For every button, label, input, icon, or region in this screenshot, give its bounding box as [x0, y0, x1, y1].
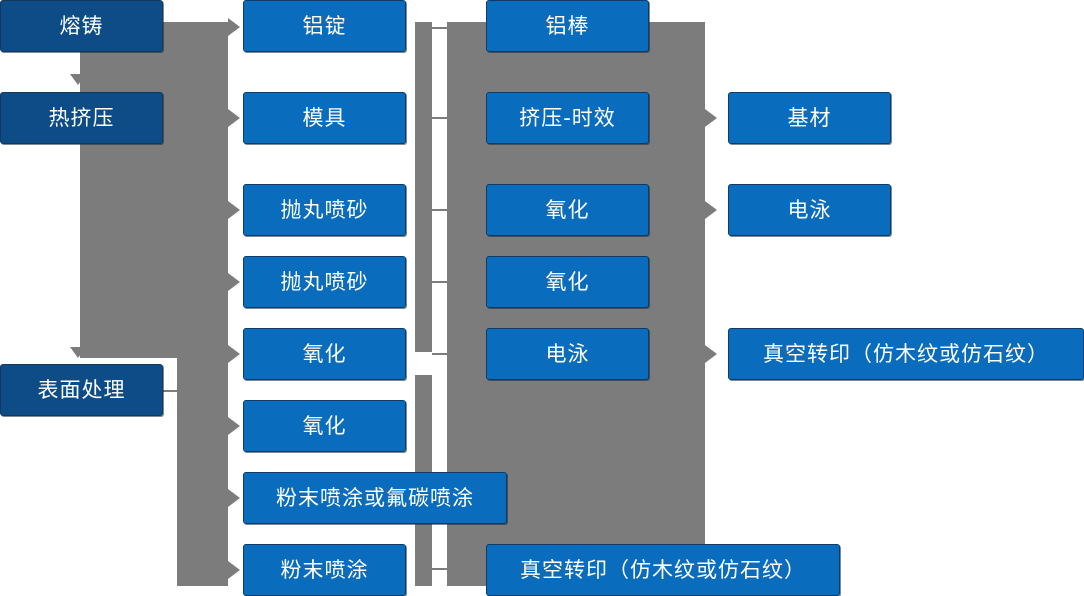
- node-melt-cast[interactable]: 熔铸: [0, 0, 163, 52]
- node-oxidation-4[interactable]: 氧化: [486, 256, 649, 308]
- node-label: 电泳: [545, 341, 590, 366]
- node-label: 电泳: [787, 197, 832, 222]
- connector-arrow-oxidation-1: [228, 345, 240, 363]
- node-label: 模具: [302, 105, 347, 130]
- node-surface-treatment[interactable]: 表面处理: [0, 364, 163, 416]
- connector-rung-6: [432, 568, 448, 570]
- node-label: 粉末喷涂或氟碳喷涂: [276, 485, 474, 510]
- connector-arrow-base-material: [705, 109, 717, 127]
- node-label: 热挤压: [48, 105, 115, 130]
- node-label: 氧化: [302, 413, 347, 438]
- node-oxidation-1[interactable]: 氧化: [243, 328, 406, 380]
- connector-rung-2: [432, 117, 448, 119]
- node-powder-or-fluorocarbon-spray[interactable]: 粉末喷涂或氟碳喷涂: [243, 472, 507, 524]
- node-vacuum-transfer-1[interactable]: 真空转印（仿木纹或仿石纹）: [486, 544, 840, 596]
- connector-rung-5: [432, 353, 448, 355]
- node-aluminum-bar[interactable]: 铝棒: [486, 0, 649, 52]
- connector-rung-4: [432, 281, 448, 283]
- node-extrude-aging[interactable]: 挤压-时效: [486, 92, 649, 144]
- connector-arrow-aluminum-ingot: [228, 18, 240, 36]
- node-label: 表面处理: [37, 377, 126, 402]
- connector-arrow-oxidation-2: [228, 417, 240, 435]
- node-label: 抛丸喷砂: [280, 269, 369, 294]
- node-shot-blast-1[interactable]: 抛丸喷砂: [243, 184, 406, 236]
- node-hot-extrude[interactable]: 热挤压: [0, 92, 163, 144]
- node-electrophoresis-1[interactable]: 电泳: [486, 328, 649, 380]
- connector-trunk-lower: [177, 358, 228, 586]
- connector-arrow-powder-spray: [228, 561, 240, 579]
- node-label: 抛丸喷砂: [280, 197, 369, 222]
- connector-arrow-down-surface: [70, 347, 86, 358]
- node-aluminum-ingot[interactable]: 铝锭: [243, 0, 406, 52]
- node-mold[interactable]: 模具: [243, 92, 406, 144]
- node-oxidation-2[interactable]: 氧化: [243, 400, 406, 452]
- node-base-material[interactable]: 基材: [728, 92, 891, 144]
- node-label: 基材: [787, 105, 832, 130]
- node-label: 粉末喷涂: [280, 557, 369, 582]
- node-label: 氧化: [545, 197, 590, 222]
- node-label: 真空转印（仿木纹或仿石纹）: [763, 341, 1049, 366]
- node-label: 氧化: [302, 341, 347, 366]
- node-powder-spray[interactable]: 粉末喷涂: [243, 544, 406, 596]
- node-label: 铝棒: [545, 13, 590, 38]
- node-label: 氧化: [545, 269, 590, 294]
- node-oxidation-3[interactable]: 氧化: [486, 184, 649, 236]
- node-label: 挤压-时效: [519, 105, 616, 130]
- connector-arrow-powder-fluoro: [228, 489, 240, 507]
- connector-trunk-upper: [80, 22, 228, 358]
- connector-arrow-electrophoresis: [705, 201, 717, 219]
- node-shot-blast-2[interactable]: 抛丸喷砂: [243, 256, 406, 308]
- node-label: 真空转印（仿木纹或仿石纹）: [520, 557, 806, 582]
- connector-arrow-shot-blast-2: [228, 273, 240, 291]
- node-vacuum-transfer-2[interactable]: 真空转印（仿木纹或仿石纹）: [728, 328, 1084, 380]
- connector-rung-3: [432, 209, 448, 211]
- connector-stub-surface: [163, 390, 181, 392]
- node-label: 铝锭: [302, 13, 347, 38]
- connector-midbar-upper: [415, 22, 432, 352]
- node-electrophoresis-2[interactable]: 电泳: [728, 184, 891, 236]
- connector-arrow-vacuum-transfer: [705, 345, 717, 363]
- connector-rung-1: [432, 27, 448, 29]
- connector-arrow-down-hot-extrude: [70, 74, 86, 85]
- connector-arrow-shot-blast-1: [228, 201, 240, 219]
- node-label: 熔铸: [59, 13, 104, 38]
- connector-arrow-mold: [228, 109, 240, 127]
